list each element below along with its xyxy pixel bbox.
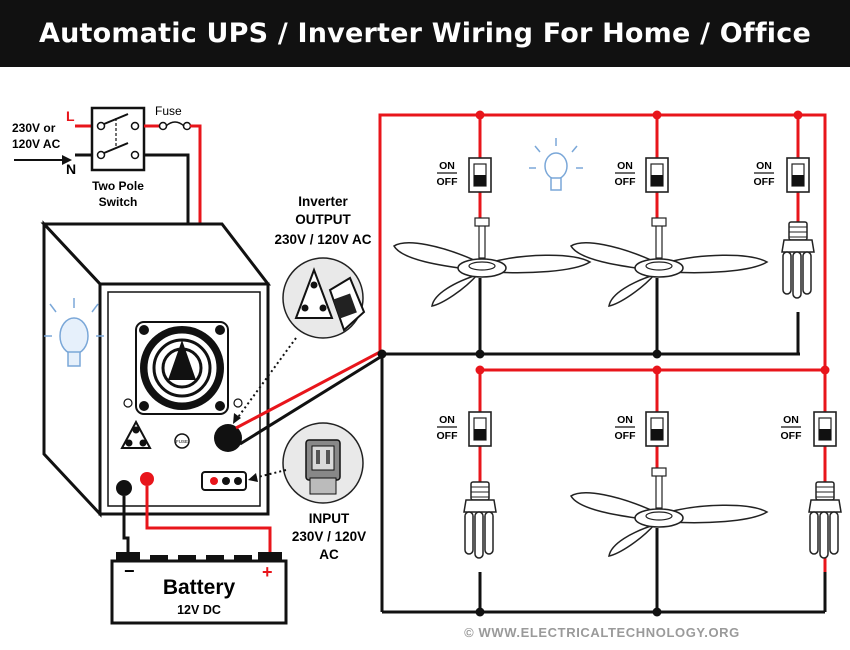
two-pole-switch: Two Pole Switch [90, 106, 146, 209]
supply-voltage-line1: 230V or [12, 121, 56, 135]
output-label-line3: 230V / 120V AC [274, 232, 371, 247]
wall-switch-2[interactable]: ON OFF [615, 157, 669, 193]
switch-3-on-label: ON [756, 160, 772, 172]
output-connector [214, 424, 242, 452]
switch-4-on-label: ON [439, 414, 455, 426]
switch-6-on-label: ON [783, 414, 799, 426]
battery-minus-sign: − [124, 561, 135, 581]
neutral-output-wire [239, 354, 383, 446]
input-callout: INPUT 230V / 120V AC [248, 422, 366, 562]
output-label-line2: OUTPUT [295, 212, 351, 227]
battery-negative-terminal [116, 480, 132, 496]
input-label-line3: AC [319, 547, 339, 562]
output-label-line1: Inverter [298, 194, 348, 209]
fuse: Fuse [144, 104, 192, 131]
battery-positive-wire [145, 486, 272, 552]
fuse-label: Fuse [155, 104, 182, 118]
live-junctions [475, 110, 830, 375]
line-label: L [66, 108, 75, 124]
battery-negative-wire [122, 496, 130, 552]
switch-5-off-label: OFF [615, 430, 637, 442]
cfl-bulb-icon [781, 221, 815, 299]
output-socket-icon [120, 419, 152, 449]
lamp-glow-icon [44, 298, 104, 367]
wall-switch-6[interactable]: ON OFF [781, 411, 837, 447]
neutral-junctions [377, 349, 662, 617]
switch-4-off-label: OFF [437, 430, 459, 442]
input-connector [201, 471, 247, 491]
panel-fuse-label: FUSE [176, 439, 188, 444]
cfl-bulb-icon [463, 481, 497, 559]
input-label-line1: INPUT [309, 511, 350, 526]
inverter-unit: FUSE [40, 220, 272, 518]
wall-switch-3[interactable]: ON OFF [754, 157, 810, 193]
switch-3-off-label: OFF [754, 176, 776, 188]
ceiling-fan-icon [393, 217, 591, 307]
wall-switch-1[interactable]: ON OFF [437, 157, 492, 193]
cfl-bulb-icon [808, 481, 842, 559]
battery-voltage: 12V DC [177, 603, 221, 617]
page-title: Automatic UPS / Inverter Wiring For Home… [0, 0, 850, 67]
battery-label: Battery [163, 576, 236, 599]
switch-1-off-label: OFF [437, 176, 459, 188]
light-bulb-glow-icon [529, 138, 583, 191]
switch-5-on-label: ON [617, 414, 633, 426]
input-label-line2: 230V / 120V [292, 529, 366, 544]
neutral-label: N [66, 161, 76, 177]
switch-label-line1: Two Pole [92, 179, 144, 193]
ceiling-fan-icon [570, 217, 768, 307]
fuse-holder-icon [174, 433, 190, 449]
live-bus-wire [235, 113, 827, 612]
switch-1-on-label: ON [439, 160, 455, 172]
battery-plus-sign: + [262, 562, 273, 582]
switch-2-off-label: OFF [615, 176, 637, 188]
wall-switch-5[interactable]: ON OFF [615, 411, 669, 447]
battery: − + Battery 12V DC [110, 552, 288, 625]
ceiling-fan-icon [570, 467, 768, 557]
switch-label-line2: Switch [99, 195, 138, 209]
cooling-fan-icon [135, 321, 229, 415]
battery-positive-terminal [140, 472, 154, 486]
switch-6-off-label: OFF [781, 430, 803, 442]
wall-switch-4[interactable]: ON OFF [437, 411, 492, 447]
copyright-footer: © WWW.ELECTRICALTECHNOLOGY.ORG [464, 625, 740, 640]
mains-supply: 230V or 120V AC L N [12, 108, 94, 177]
output-callout: Inverter OUTPUT 230V / 120V AC [233, 194, 372, 424]
supply-voltage-line2: 120V AC [12, 137, 61, 151]
switch-2-on-label: ON [617, 160, 633, 172]
